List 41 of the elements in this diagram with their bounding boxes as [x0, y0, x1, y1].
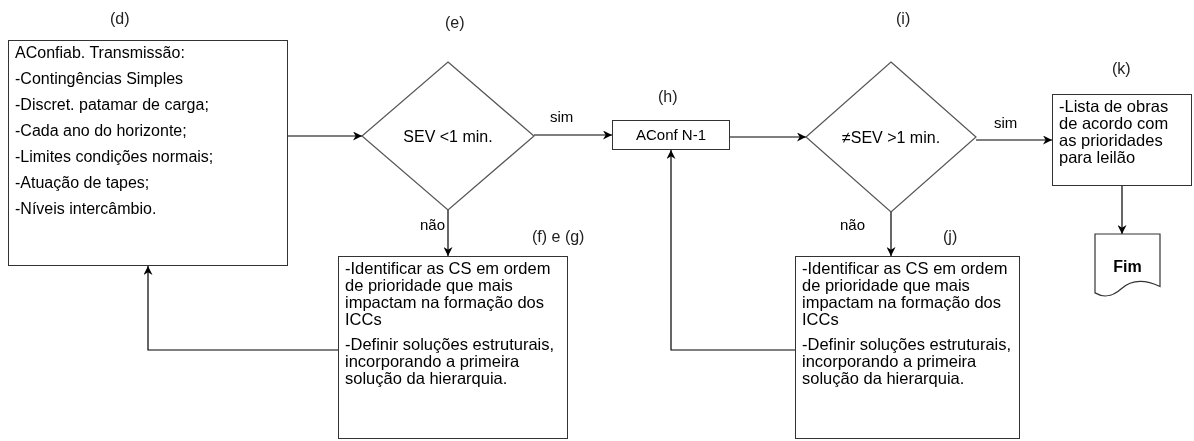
step-tag: (d) [110, 10, 130, 28]
step-tag: (i) [896, 10, 911, 28]
arrow [443, 209, 453, 257]
node-text: -Contingências Simples [15, 70, 185, 88]
node-text: AConfiab. Transmissão: [15, 44, 186, 62]
arrow [729, 132, 807, 142]
process-box [1052, 94, 1192, 186]
node-text: -Limites condições normais; [15, 148, 215, 166]
node-text: ≠SEV >1 min. [841, 127, 941, 147]
node-text: -Discret. patamar de carga; [15, 96, 210, 114]
arrow [975, 135, 1053, 145]
node-text: -Identificar as CS em ordem de prioridade que mais impactam na formação dos ICCs [345, 260, 552, 328]
process-box [795, 256, 1020, 439]
node-text: -Níveis intercâmbio. [15, 200, 158, 218]
node-text: -Identificar as CS em ordem de prioridade que mais impactam na formação dos ICCs [802, 260, 1009, 328]
node-text: -Atuação de tapes; [15, 174, 151, 192]
process-box [8, 40, 288, 266]
step-tag: (j) [943, 228, 958, 246]
arrow [886, 211, 896, 257]
process-box [612, 120, 730, 150]
arrow [666, 149, 796, 351]
node-text: -Lista de obras de acordo com as prioridades para leilão [1059, 98, 1170, 166]
step-tag: (h) [658, 88, 678, 106]
node-text: -Definir soluções estruturais, incorporando a primeira solução da hierarquia. [345, 336, 556, 387]
node-text: -Cada ano do horizonte; [15, 122, 188, 140]
step-tag: (e) [445, 14, 465, 32]
node-text: -Definir soluções estruturais, incorporando a primeira solução da hierarquia. [802, 336, 1013, 387]
arrow [1117, 185, 1127, 235]
arrow [287, 131, 363, 141]
node-text: Fim [1113, 256, 1142, 276]
arrow [143, 265, 339, 351]
step-tag: (f) e (g) [532, 228, 585, 246]
edge-label: não [838, 216, 868, 233]
edge-label: sim [548, 108, 576, 125]
arrow [533, 130, 613, 140]
node-text: AConf N-1 [636, 126, 706, 144]
process-box [338, 256, 568, 439]
step-tag: (k) [1112, 60, 1131, 78]
node-text: SEV <1 min. [403, 126, 493, 146]
edge-label: sim [992, 114, 1020, 131]
edge-label: não [418, 216, 448, 233]
